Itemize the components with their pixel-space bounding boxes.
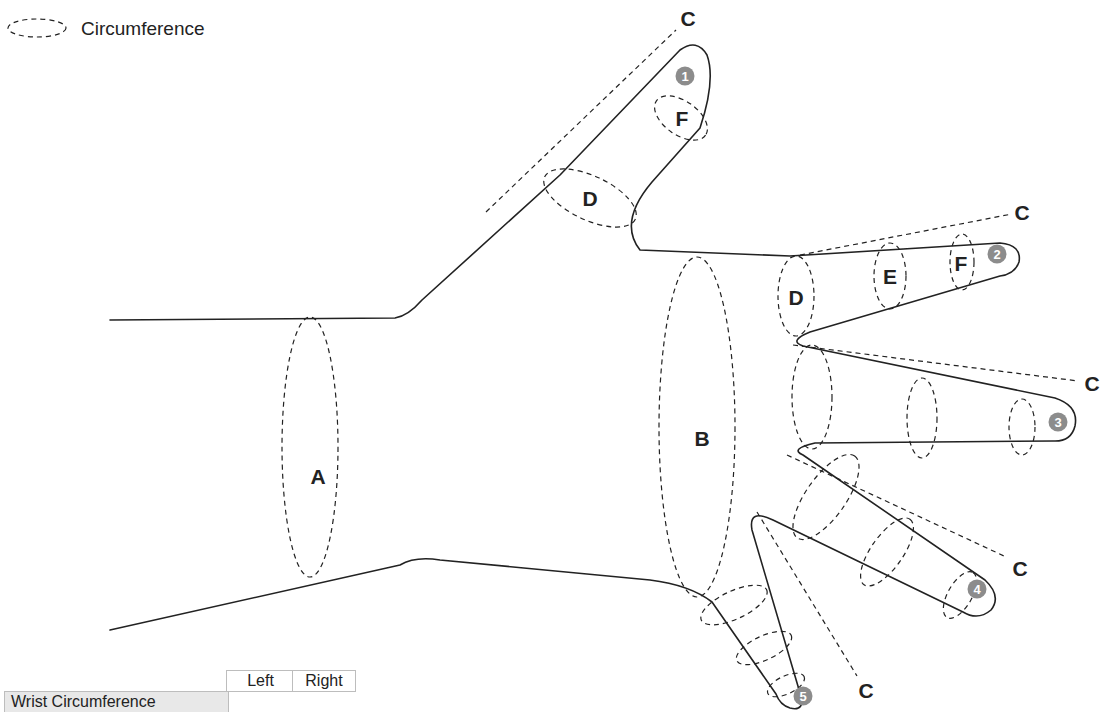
hand-outline	[110, 45, 1076, 709]
part-letter: C	[680, 8, 695, 29]
part-letter: F	[955, 253, 968, 274]
callout-number: 5	[794, 687, 813, 706]
callout-number: 4	[968, 580, 987, 599]
part-letter: C	[1012, 558, 1027, 579]
part-letter: D	[788, 287, 803, 308]
table-row-header: Wrist Circumference	[4, 691, 229, 712]
part-letter: C	[1084, 373, 1099, 394]
part-letter: B	[694, 428, 709, 449]
table-header-cell: Right	[292, 670, 356, 692]
legend-text: Circumference	[81, 19, 205, 38]
part-letter: C	[858, 680, 873, 701]
part-letter: C	[1014, 202, 1029, 223]
table-header-cell: Left	[226, 670, 295, 692]
part-letter: F	[676, 108, 689, 129]
part-letter: E	[883, 266, 897, 287]
part-letter: D	[582, 188, 597, 209]
callout-number: 2	[988, 245, 1007, 264]
legend-sample	[8, 19, 66, 37]
part-letter: A	[310, 466, 325, 487]
callout-number: 3	[1049, 413, 1068, 432]
callout-number: 1	[676, 67, 695, 86]
